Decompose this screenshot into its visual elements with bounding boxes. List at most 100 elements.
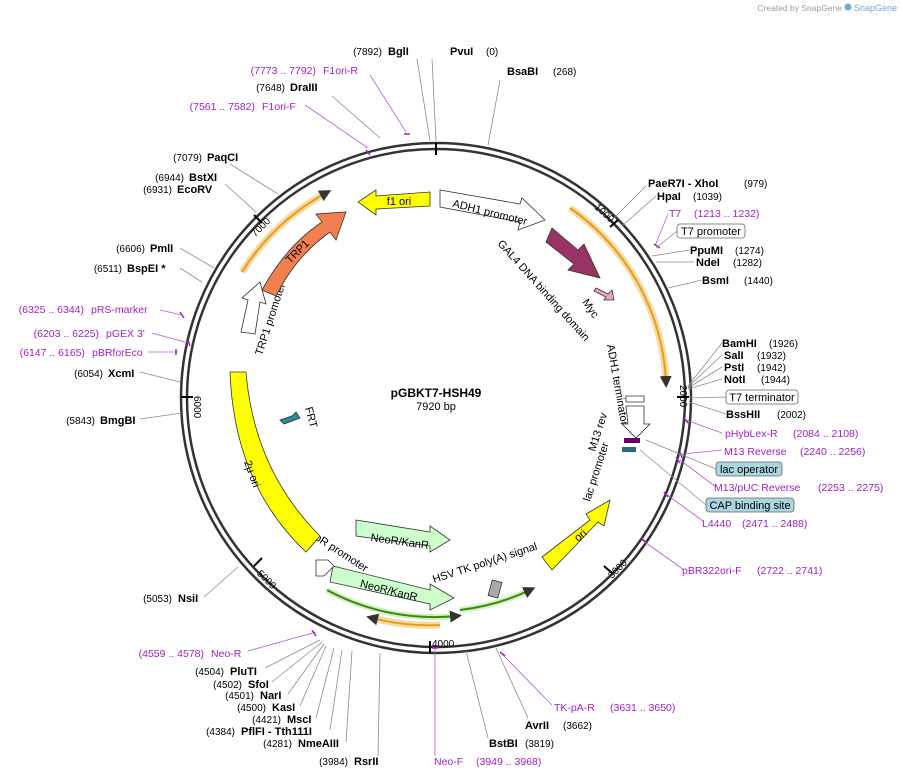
primer-label-l4440: L4440 (702, 518, 731, 530)
site-label-ecorv: EcoRV (177, 184, 213, 196)
site-label-nsii: NsiI (178, 593, 198, 605)
primer-range-pgex3: (6203 .. 6225) (34, 328, 99, 340)
site-label-sali: SalI (724, 350, 744, 362)
watermark-text: Created by SnapGene (757, 3, 842, 13)
site-label-bspei: BspEI * (127, 263, 166, 275)
lac-operator-box-label: lac operator (720, 464, 778, 476)
primer-leaders (148, 74, 723, 756)
site-pos-bstbi: (3819) (525, 739, 554, 750)
site-label-rsrii: RsrII (354, 756, 378, 768)
hsv-tk-polya-block[interactable] (487, 579, 503, 599)
frt-label: FRT (302, 406, 319, 430)
site-pos-ecorv: (6931) (143, 185, 172, 196)
restriction-leaders (139, 58, 727, 757)
plasmid-name: pGBKT7-HSH49 (391, 386, 482, 400)
primer-range-f1ori-f: (7561 .. 7582) (190, 101, 255, 113)
site-pos-sfoi: (4502) (213, 680, 242, 691)
primer-label-pgex3: pGEX 3' (106, 328, 145, 340)
site-pos-pluti: (4504) (195, 667, 224, 678)
f1-ori-arrow[interactable] (357, 189, 431, 216)
t7-terminator-box-label: T7 terminator (729, 392, 795, 404)
adh1-terminator-label: ADH1 terminator (604, 343, 630, 426)
primer-range-l4440: (2471 .. 2488) (742, 518, 807, 530)
site-pos-psti: (1942) (757, 363, 786, 374)
primer-label-prs-marker: pRS-marker (91, 304, 148, 316)
site-pos-draiii: (7648) (256, 83, 285, 94)
trp1-arrow[interactable] (261, 211, 347, 297)
primer-label-neo-f: Neo-F (434, 756, 463, 768)
site-label-paer7i-xhoi: PaeR7I - XhoI (648, 178, 718, 190)
tick-label-2000: 2000 (677, 385, 688, 408)
orf-arc-neo (326, 589, 462, 623)
site-label-pluti: PluTI (230, 666, 257, 678)
primer-range-phyblex-r: (2084 .. 2108) (793, 428, 858, 440)
site-label-pvui: PvuI (450, 46, 473, 58)
site-pos-bspei: (6511) (94, 264, 122, 275)
site-label-xcmi: XcmI (108, 368, 134, 380)
primer-label-phyblex-r: pHybLex-R (725, 428, 778, 440)
site-pos-nsii: (5053) (143, 594, 172, 605)
primer-label-pbr322ori-f: pBR322ori-F (682, 565, 742, 577)
ori-arrow[interactable] (541, 499, 611, 571)
neor-kanr-arrow-2[interactable] (329, 565, 455, 611)
site-label-kasi: KasI (272, 702, 295, 714)
myc-arrow[interactable] (593, 287, 615, 301)
site-label-ndei: NdeI (696, 257, 720, 269)
primer-range-f1ori-r: (7773 .. 7792) (251, 65, 316, 77)
site-pos-pvui: (0) (486, 47, 498, 58)
frt-arrow[interactable] (279, 411, 301, 425)
site-label-bstxi: BstXI (189, 172, 217, 184)
trp1-promoter-arrow[interactable] (240, 281, 267, 335)
primer-label-pbrforeco: pBRforEco (92, 347, 143, 359)
site-pos-paqci: (7079) (173, 153, 202, 164)
f1-ori-label: f1 ori (387, 196, 411, 208)
orf-arc-amp (366, 613, 441, 627)
primer-range-tk-pa-r: (3631 .. 3650) (610, 702, 675, 714)
neor-kanr-arrow-1[interactable] (355, 519, 451, 553)
t7-promoter-box-label: T7 promoter (681, 226, 741, 238)
primer-label-m13-puc-reverse: M13/pUC Reverse (714, 482, 801, 494)
adh1-promoter-arrow[interactable] (439, 189, 546, 231)
site-pos-paer7i-xhoi: (979) (744, 179, 767, 190)
site-pos-msci: (4421) (252, 715, 281, 726)
tick-label-4000: 4000 (432, 639, 455, 650)
orf-arc-gal4 (569, 207, 672, 388)
site-pos-bgli: (7892) (353, 47, 382, 58)
hsv-tk-polya-label: HSV TK poly(A) signal (431, 541, 539, 586)
site-pos-pflfi: (4384) (206, 727, 235, 738)
site-pos-xcmi: (6054) (74, 369, 103, 380)
lac-operator-block[interactable] (624, 438, 640, 443)
adh1-terminator-block[interactable] (625, 395, 645, 403)
myc-label: Myc (580, 297, 602, 321)
primer-range-pbr322ori-f: (2722 .. 2741) (757, 565, 822, 577)
ampr-promoter-arrow[interactable] (315, 559, 335, 577)
site-label-noti: NotI (724, 374, 745, 386)
primer-marks (175, 133, 689, 657)
site-label-paqci: PaqCI (207, 152, 238, 164)
snapgene-logo-text: SnapGene (854, 3, 897, 13)
orf-arc-neo2 (459, 587, 536, 611)
t7-terminator-arrow[interactable] (621, 405, 651, 439)
site-pos-rsrii: (3984) (319, 757, 348, 768)
site-label-pflfi: PflFI - Tth111I (241, 726, 312, 738)
site-label-draiii: DraIII (290, 82, 318, 94)
site-label-bsabi: BsaBI (507, 66, 538, 78)
site-label-ppumi: PpuMI (690, 245, 723, 257)
two-micron-ori-arrow[interactable] (229, 371, 321, 553)
primer-label-f1ori-r: F1ori-R (323, 65, 358, 77)
site-pos-bsshii: (2002) (777, 410, 806, 421)
site-pos-sali: (1932) (757, 351, 786, 362)
plasmid-length: 7920 bp (416, 401, 456, 413)
cap-binding-site-block[interactable] (622, 447, 636, 452)
site-pos-nari: (4501) (225, 691, 254, 702)
primer-label-m13-reverse: M13 Reverse (724, 446, 787, 458)
site-pos-bmgbi: (5843) (66, 416, 95, 427)
site-pos-bstxi: (6944) (155, 173, 184, 184)
primer-label-neo-r: Neo-R (211, 648, 242, 660)
gal4-dna-binding-domain-arrow[interactable] (545, 227, 601, 279)
site-label-bamhi: BamHI (722, 338, 757, 350)
site-label-bgli: BglI (388, 46, 409, 58)
site-label-msci: MscI (287, 714, 311, 726)
primer-range-neo-f: (3949 .. 3968) (476, 756, 541, 768)
site-label-bstbi: BstBI (489, 738, 518, 750)
